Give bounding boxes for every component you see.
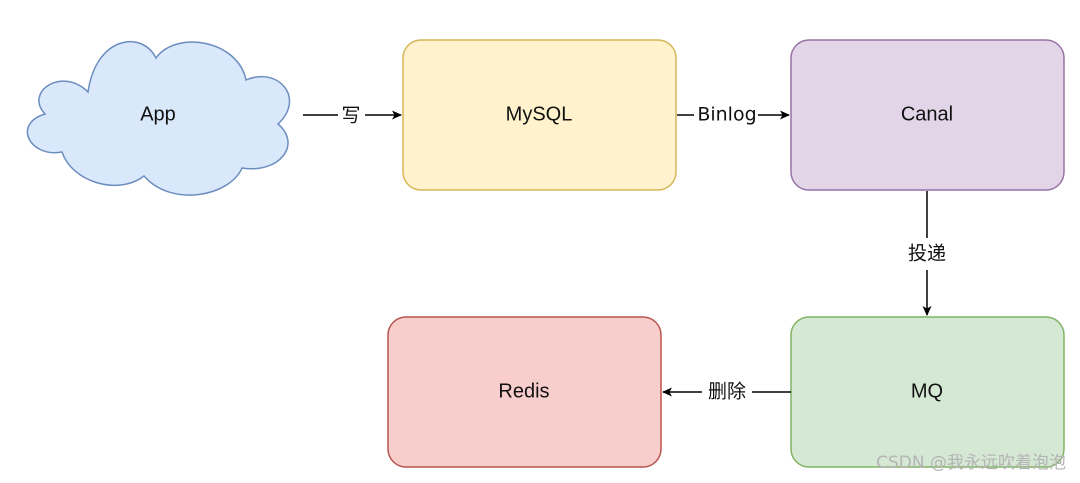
mysql-label: MySQL bbox=[506, 103, 573, 125]
app-node: App bbox=[26, 41, 291, 196]
edge-mq-to-redis-label: 删除 bbox=[708, 381, 746, 403]
canal-box bbox=[790, 39, 1065, 191]
redis-box bbox=[387, 316, 662, 468]
edge-mysql-to-canal-label: Binlog bbox=[697, 104, 756, 126]
mq-label: MQ bbox=[911, 380, 943, 402]
app-cloud-shape bbox=[26, 41, 291, 196]
canal-label: Canal bbox=[901, 103, 953, 125]
watermark-text: CSDN @我永远吹着泡泡 bbox=[876, 453, 1066, 473]
edge-canal-to-mq: 投递 bbox=[908, 191, 946, 316]
edge-app-to-mysql: 写 bbox=[303, 105, 402, 127]
edge-canal-to-mq-label: 投递 bbox=[908, 243, 946, 265]
canal-node: Canal bbox=[790, 39, 1065, 191]
redis-node: Redis bbox=[387, 316, 662, 468]
edge-app-to-mysql-label: 写 bbox=[341, 105, 360, 127]
edge-mysql-to-canal: Binlog bbox=[677, 104, 790, 126]
mq-node: MQ bbox=[790, 316, 1065, 468]
app-label: App bbox=[140, 103, 176, 125]
edge-mq-to-redis: 删除 bbox=[662, 381, 791, 403]
mysql-node: MySQL bbox=[402, 39, 677, 191]
redis-label: Redis bbox=[498, 380, 549, 402]
mysql-box bbox=[402, 39, 677, 191]
